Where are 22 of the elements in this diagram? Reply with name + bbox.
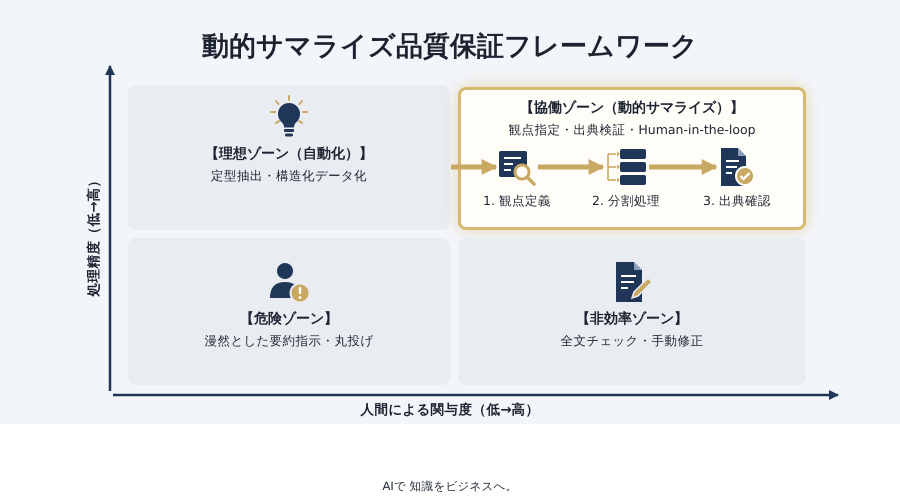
step-label: 3. 出典確認 xyxy=(703,193,771,209)
highlighted-zone-panel xyxy=(458,87,806,230)
step-label: 1. 観点定義 xyxy=(483,193,551,209)
arrow xyxy=(649,159,718,175)
axis-label: 処理精度（低→高） xyxy=(85,172,103,299)
zone-heading: 【理想ゾーン（自動化）】 xyxy=(205,145,373,163)
zone-description: 定型抽出・構造化データ化 xyxy=(211,167,367,184)
arrow xyxy=(538,159,605,175)
zone-heading: 【危険ゾーン】 xyxy=(240,310,338,328)
zone-description: 漫然とした要約指示・丸投げ xyxy=(204,332,374,349)
zone-description: 観点指定・出典検証・Human-in-the-loop xyxy=(508,121,756,138)
step-label: 2. 分割処理 xyxy=(592,193,660,209)
tagline: AIで 知識をビジネスへ。 xyxy=(382,478,518,494)
axis-label: 人間による関与度（低→高） xyxy=(359,401,541,419)
zone-panel xyxy=(458,238,806,385)
zone-panel xyxy=(128,238,450,385)
arrow xyxy=(451,159,498,175)
zone-panel xyxy=(128,85,450,230)
zone-description: 全文チェック・手動修正 xyxy=(560,332,704,349)
zone-heading: 【協働ゾーン（動的サマライズ）】 xyxy=(520,99,744,117)
zone-heading: 【非効率ゾーン】 xyxy=(576,310,688,328)
title: 動的サマライズ品質保証フレームワーク xyxy=(201,30,699,64)
